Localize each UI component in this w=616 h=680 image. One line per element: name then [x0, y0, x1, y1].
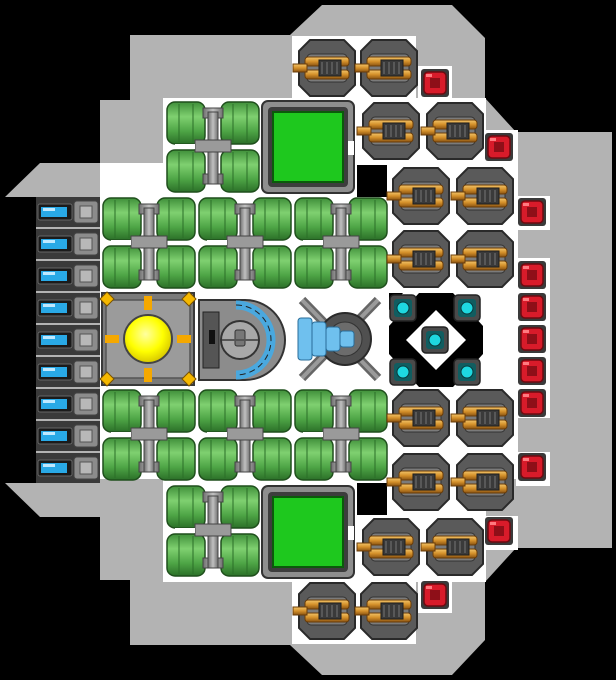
fuel-tank-icon [198, 389, 292, 481]
ammo-box-icon [518, 389, 546, 417]
turret-array [292, 39, 514, 640]
ammo-box-icon [518, 325, 546, 353]
turret-icon [386, 389, 450, 447]
reactor-core-icon [99, 291, 197, 387]
battery-icon [36, 197, 100, 227]
control-panel-icon [261, 485, 355, 579]
battery-icon [36, 261, 100, 291]
deck-gap [357, 483, 387, 515]
ammo-box-icon [518, 261, 546, 289]
turret-icon [386, 230, 450, 288]
turret-icon [450, 453, 514, 511]
turret-icon [356, 102, 420, 160]
deck-gap [357, 165, 387, 197]
ammo-box-icon [421, 581, 449, 609]
battery-icon [36, 229, 100, 259]
battery-icon [36, 453, 100, 483]
turret-icon [356, 518, 420, 576]
fuel-tank-icon [294, 197, 388, 289]
turret-icon [292, 39, 356, 97]
battery-icon [36, 421, 100, 451]
turret-icon [386, 167, 450, 225]
control-panels [261, 100, 355, 579]
battery-icon [36, 293, 100, 323]
turret-icon [292, 582, 356, 640]
fuel-tank-icon [294, 389, 388, 481]
turret-icon [354, 39, 418, 97]
control-panel-icon [261, 100, 355, 194]
shield-emitter-icon [389, 294, 417, 322]
turret-icon [420, 518, 484, 576]
fuel-tank-icon [166, 485, 260, 577]
fuel-tank-icon [198, 197, 292, 289]
shield-emitter-icon [421, 326, 449, 354]
ion-thruster-icon [297, 296, 382, 382]
battery-icon [36, 357, 100, 387]
fuel-tank-icon [166, 101, 260, 193]
ammo-box-icon [518, 357, 546, 385]
engine-housing-icon [198, 299, 286, 381]
ammo-box-icon [421, 69, 449, 97]
turret-icon [450, 389, 514, 447]
battery-icon [36, 389, 100, 419]
turret-icon [450, 167, 514, 225]
fuel-tank-icon [102, 389, 196, 481]
ammo-box-icon [485, 517, 513, 545]
ammo-box-icon [485, 133, 513, 161]
turret-icon [450, 230, 514, 288]
ammo-box-icon [518, 453, 546, 481]
ammo-storage [421, 69, 546, 609]
shield-emitters [389, 294, 481, 386]
turret-icon [420, 102, 484, 160]
fuel-tank-icon [102, 197, 196, 289]
battery-bank [36, 197, 100, 483]
shield-emitter-icon [389, 358, 417, 386]
shield-emitter-icon [453, 358, 481, 386]
fuel-tank-bank [102, 101, 388, 577]
ammo-box-icon [518, 293, 546, 321]
ammo-box-icon [518, 198, 546, 226]
turret-icon [354, 582, 418, 640]
turret-icon [386, 453, 450, 511]
battery-icon [36, 325, 100, 355]
shield-emitter-icon [453, 294, 481, 322]
